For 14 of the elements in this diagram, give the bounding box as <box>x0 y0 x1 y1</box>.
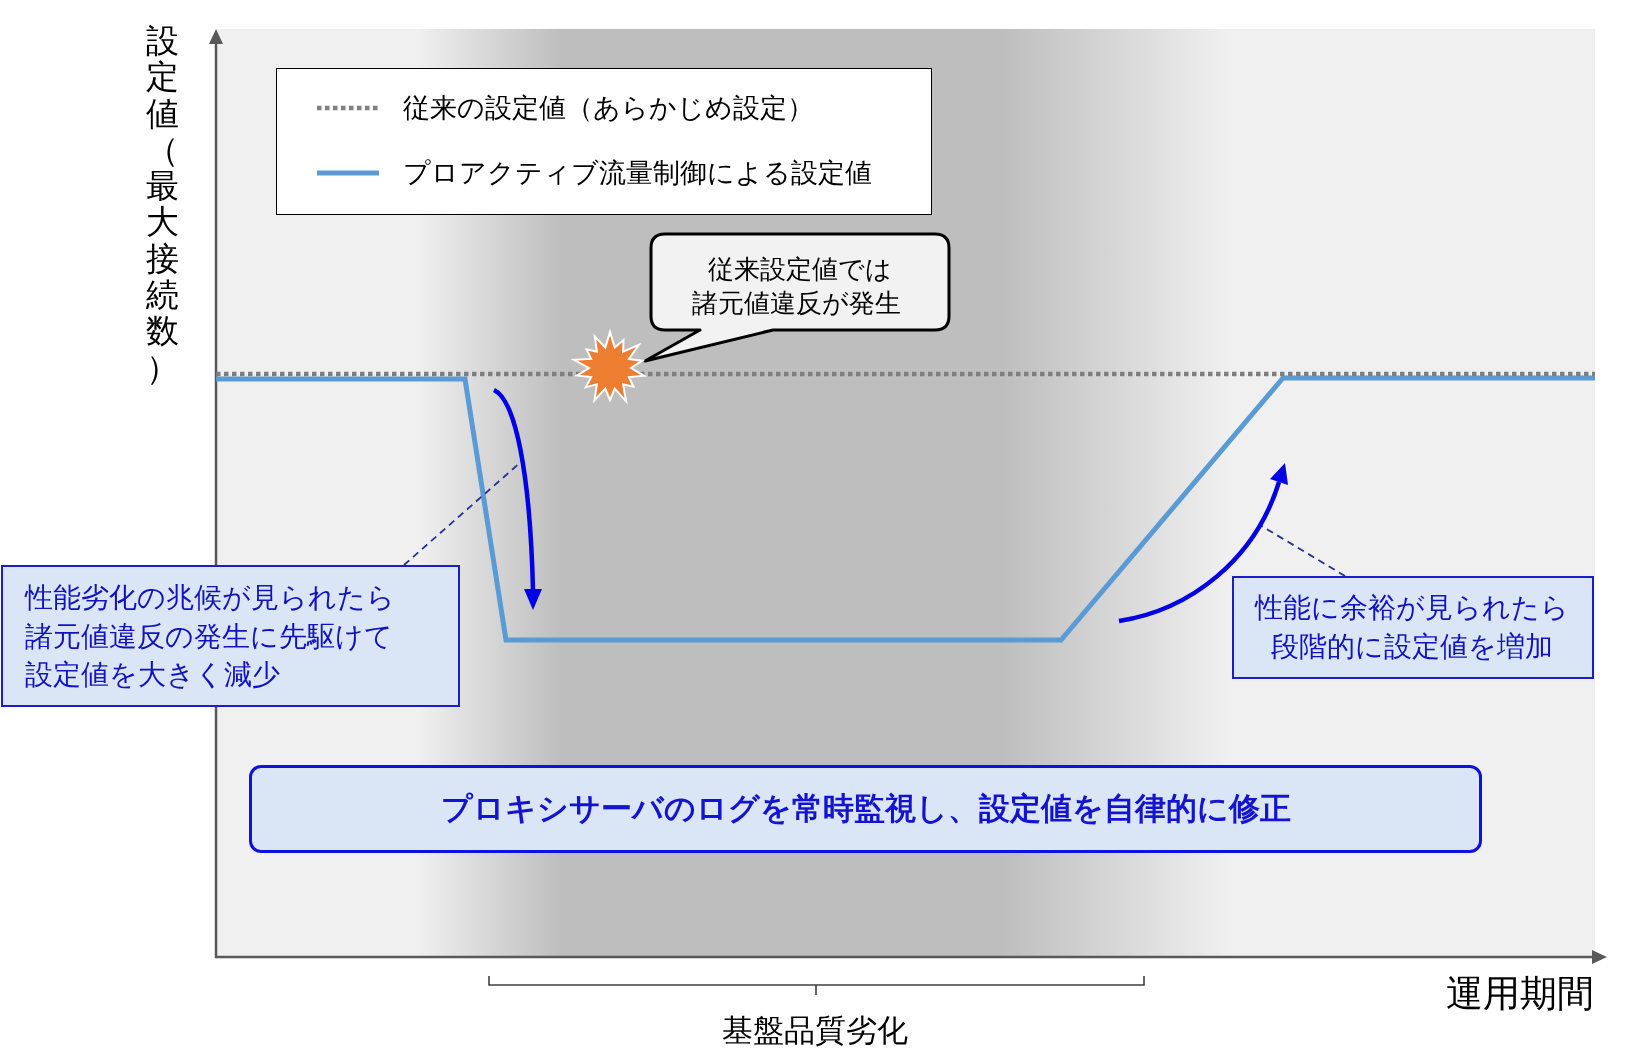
annotation-box <box>1 565 460 707</box>
axis-title: 設定値（最大接続数） <box>146 23 179 386</box>
annotation-text: 性能に余裕が見られたら段階的に設定値を増加 <box>1253 591 1570 664</box>
legend-text: 従来の設定値（あらかじめ設定） <box>403 92 814 125</box>
leader-line <box>1259 524 1346 577</box>
legend-text: プロアクティブ流量制御による設定値 <box>403 157 872 190</box>
annotation-box <box>1232 576 1594 679</box>
banner-text: プロキシサーバのログを常時監視し、設定値を自律的に修正 <box>440 790 1291 828</box>
callout-text: 従来設定値では諸元値違反が発生 <box>692 253 902 320</box>
axis-title: 運用期間 <box>1446 972 1594 1016</box>
annotation-text: 性能劣化の兆候が見られたら諸元値違反の発生に先駆けて設定値を大きく減少 <box>25 581 396 692</box>
summary-banner <box>249 765 1482 853</box>
speech-bubble <box>643 232 951 363</box>
bracket-label: 基盤品質劣化 <box>722 1012 908 1050</box>
